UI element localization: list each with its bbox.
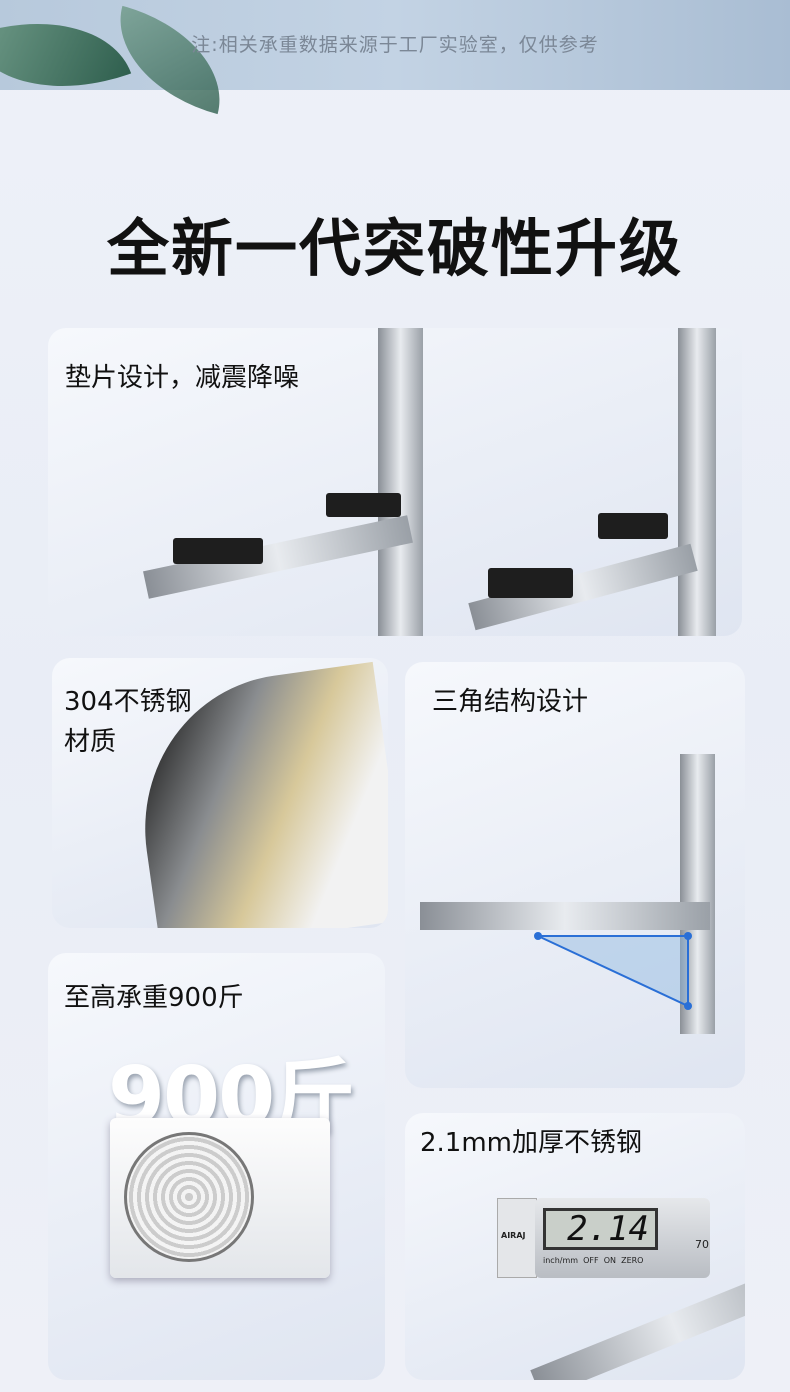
bracket-image	[680, 754, 715, 1034]
ac-outdoor-unit-image	[110, 1118, 330, 1278]
feature-label: 304不锈钢	[64, 687, 192, 717]
feature-label: 垫片设计，减震降噪	[65, 363, 300, 393]
disclaimer-note: 注:相关承重数据来源于工厂实验室，仅供参考	[191, 34, 599, 56]
leaf-decoration	[0, 0, 132, 122]
page-title: 全新一代突破性升级	[106, 212, 683, 285]
bracket-image	[378, 328, 423, 636]
feature-label: 至高承重900斤	[64, 983, 244, 1013]
caliper-buttons: inch/mm OFF ON ZERO	[543, 1256, 644, 1265]
caliper-scale: 70	[695, 1238, 709, 1251]
rubber-pad-image	[326, 493, 401, 517]
bracket-image	[420, 902, 710, 930]
top-banner: 注:相关承重数据来源于工厂实验室，仅供参考	[0, 0, 790, 122]
feature-label: 2.1mm加厚不锈钢	[420, 1128, 643, 1158]
rubber-pad-image	[598, 513, 668, 539]
feature-label: 三角结构设计	[432, 687, 589, 717]
feature-card-triangle: 三角结构设计	[405, 662, 745, 1088]
caliper-jaw: AIRAJ	[497, 1198, 537, 1278]
feature-card-material: 304不锈钢 材质	[52, 658, 388, 928]
digital-caliper-image: 2.14 inch/mm OFF ON ZERO 70	[535, 1198, 710, 1278]
bracket-image	[678, 328, 716, 636]
caliper-reading: 2.14	[543, 1208, 658, 1250]
fan-icon	[124, 1132, 254, 1262]
feature-label: 材质	[64, 727, 117, 757]
feature-card-pads: 垫片设计，减震降噪	[48, 328, 742, 636]
triangle-diagram	[534, 932, 692, 1010]
rubber-pad-image	[173, 538, 263, 564]
caliper-brand: AIRAJ	[501, 1231, 526, 1240]
rubber-pad-image	[488, 568, 573, 598]
